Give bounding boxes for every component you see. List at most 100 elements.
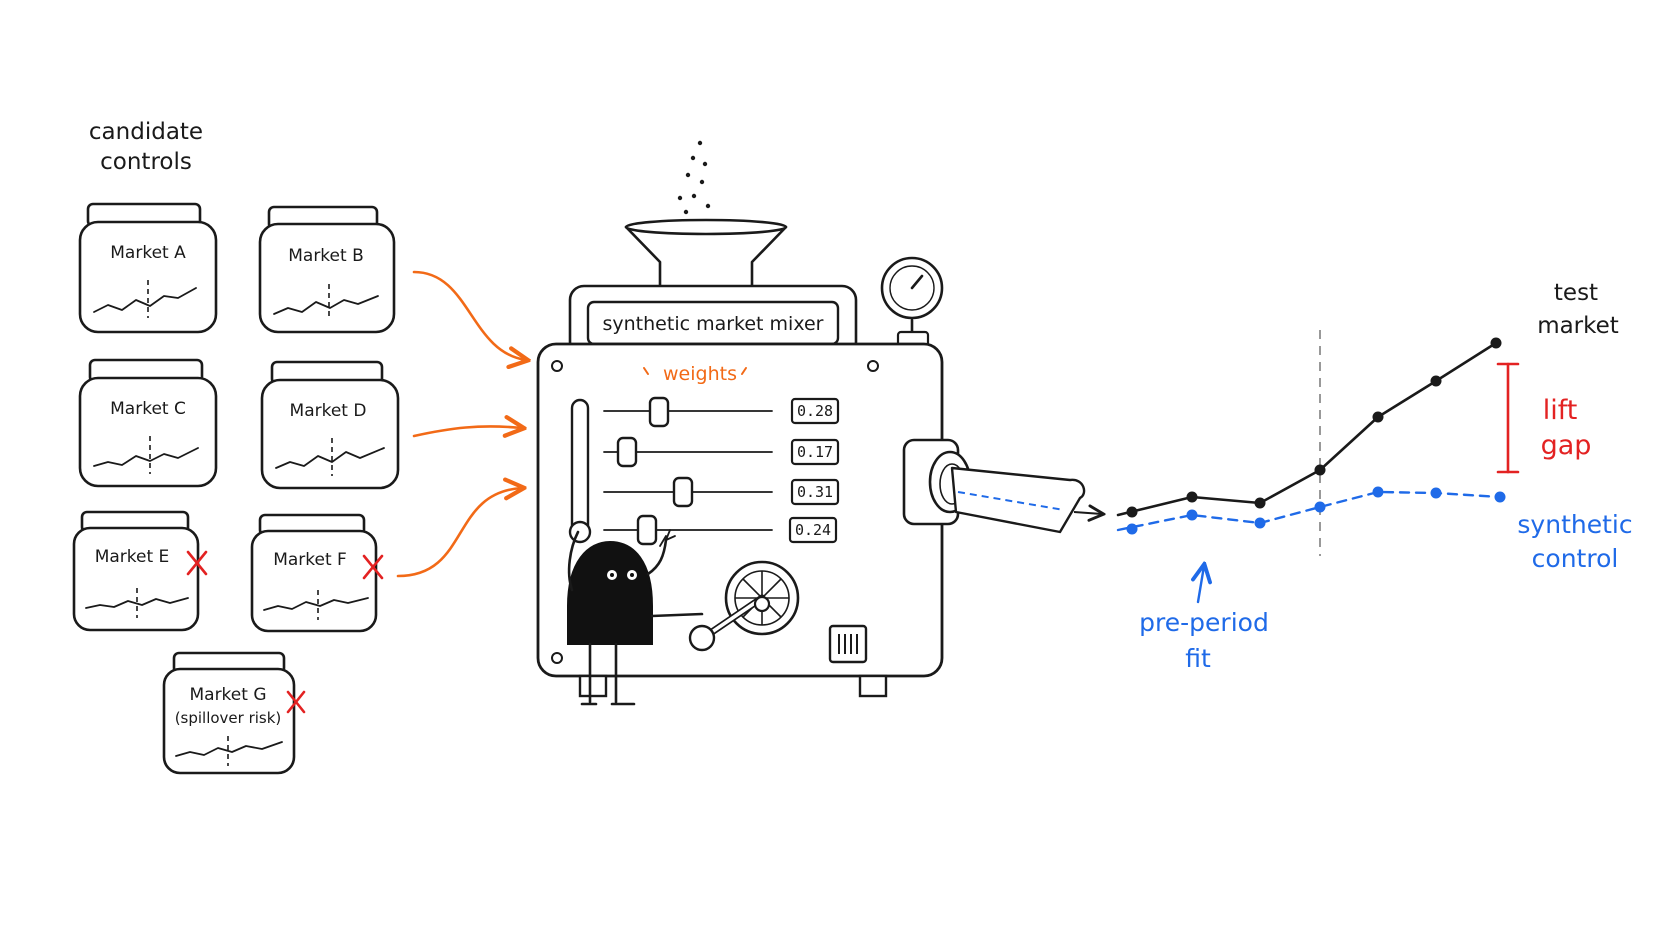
weight-box bbox=[790, 397, 840, 425]
weight-slider-3[interactable] bbox=[672, 476, 694, 508]
output-arrow bbox=[1073, 512, 1102, 514]
synthetic-point bbox=[1314, 501, 1326, 513]
market-jar-d: Market D bbox=[260, 360, 400, 490]
market-jar-a: Market A bbox=[78, 202, 218, 334]
synthetic-control-points bbox=[1126, 486, 1506, 535]
market-sparkline bbox=[93, 287, 197, 313]
vent-slats bbox=[838, 634, 858, 654]
rivet bbox=[551, 652, 563, 664]
lift-label-line-1: lift bbox=[1543, 395, 1578, 426]
weight-slider-1[interactable] bbox=[648, 396, 670, 428]
jar-body bbox=[162, 667, 296, 775]
character-arm-raised bbox=[646, 538, 668, 576]
synthetic-point bbox=[1494, 491, 1506, 503]
market-label: Market B bbox=[288, 246, 364, 266]
arrow-market-b bbox=[412, 270, 526, 360]
market-label: Market D bbox=[290, 401, 367, 421]
weight-slider-4[interactable] bbox=[636, 514, 658, 546]
market-sparkline bbox=[85, 597, 189, 609]
test-point bbox=[1314, 464, 1326, 476]
market-jar-e: Market E bbox=[72, 510, 208, 632]
candidate-controls-heading: candidate controls bbox=[89, 119, 203, 175]
synthetic-label-line-2: control bbox=[1532, 544, 1619, 573]
weight-box bbox=[788, 516, 838, 544]
jar-body bbox=[258, 222, 396, 334]
fit-label-line-1: pre-period bbox=[1139, 608, 1269, 637]
test-point bbox=[1254, 497, 1266, 509]
market-jar-f: Market F bbox=[250, 513, 384, 633]
market-jar-g: Market G (spillover risk) bbox=[162, 651, 306, 775]
character-arm-lever bbox=[567, 530, 580, 592]
market-sparkline bbox=[273, 295, 379, 315]
market-label: Market E bbox=[95, 547, 170, 567]
market-sparkline bbox=[263, 597, 369, 611]
excluded-x-icon bbox=[362, 554, 384, 580]
test-point bbox=[1186, 491, 1198, 503]
weights-label-marks bbox=[643, 367, 747, 375]
fit-label-line-2: fit bbox=[1185, 644, 1211, 673]
market-label: Market A bbox=[110, 243, 186, 263]
level-tube-bulb bbox=[568, 520, 592, 544]
market-sparkline bbox=[275, 447, 385, 469]
weight-slider-2[interactable] bbox=[616, 436, 638, 468]
jar-body bbox=[78, 376, 218, 488]
pre-period-fit-arrow bbox=[1198, 566, 1204, 604]
falling-data-dots bbox=[673, 140, 715, 225]
output-paper bbox=[950, 466, 1086, 534]
level-tube bbox=[570, 398, 590, 536]
test-market-label-line-2: market bbox=[1537, 313, 1619, 339]
market-sparkline bbox=[175, 741, 283, 757]
jar-body bbox=[250, 529, 378, 633]
weight-values: 0.28 0.17 0.31 0.24 bbox=[788, 397, 840, 544]
jar-body bbox=[260, 378, 400, 490]
synthetic-control-line bbox=[1116, 490, 1502, 532]
character-arm-crank bbox=[650, 612, 704, 618]
weight-value-4: 0.24 bbox=[795, 521, 831, 539]
gauge-inner-ring bbox=[889, 265, 935, 311]
weight-value-2: 0.17 bbox=[797, 443, 833, 461]
output-paper-line bbox=[957, 491, 1065, 511]
comparison-chart: lift gap test market synthetic control p… bbox=[1116, 280, 1633, 673]
synthetic-point bbox=[1372, 486, 1384, 498]
machine-leg bbox=[578, 674, 608, 698]
market-jars: Market A Market B Market C Market D bbox=[72, 202, 400, 775]
synthetic-point bbox=[1126, 523, 1138, 535]
test-point bbox=[1372, 411, 1384, 423]
gauge-needle bbox=[910, 274, 924, 290]
lift-gap-bracket bbox=[1496, 362, 1520, 474]
market-jar-b: Market B bbox=[258, 205, 396, 334]
crank-hub bbox=[753, 595, 771, 613]
crank-handle-arm-inner bbox=[704, 596, 764, 638]
market-sparkline bbox=[93, 447, 199, 467]
market-label: Market F bbox=[273, 550, 347, 570]
weight-value-3: 0.31 bbox=[797, 483, 833, 501]
market-jar-c: Market C bbox=[78, 358, 218, 488]
operator-character bbox=[567, 529, 704, 706]
rivet bbox=[867, 360, 879, 372]
lift-label-line-2: gap bbox=[1541, 430, 1592, 461]
funnel bbox=[624, 225, 788, 294]
test-point bbox=[1126, 506, 1138, 518]
vent-grille bbox=[828, 624, 868, 664]
rivet bbox=[551, 360, 563, 372]
test-market-label-line-1: test bbox=[1554, 280, 1598, 306]
market-label: Market G bbox=[189, 685, 266, 705]
heading-line-1: candidate bbox=[89, 119, 203, 145]
weight-box bbox=[790, 478, 840, 506]
input-arrows bbox=[396, 270, 526, 578]
synthetic-point bbox=[1186, 509, 1198, 521]
heading-line-2: controls bbox=[100, 149, 192, 175]
excluded-x-icon bbox=[286, 690, 306, 714]
arrow-market-f bbox=[396, 488, 522, 578]
weight-sliders bbox=[603, 396, 773, 546]
synthetic-point bbox=[1430, 487, 1442, 499]
test-point bbox=[1490, 337, 1502, 349]
machine-title: synthetic market mixer bbox=[603, 313, 824, 335]
market-note: (spillover risk) bbox=[175, 709, 282, 727]
crank-handle-knob[interactable] bbox=[688, 624, 716, 652]
machine-leg bbox=[858, 674, 888, 698]
synthetic-label-line-1: synthetic bbox=[1517, 510, 1632, 539]
jar-body bbox=[78, 220, 218, 334]
jar-body bbox=[72, 526, 200, 632]
test-market-points bbox=[1126, 337, 1502, 518]
